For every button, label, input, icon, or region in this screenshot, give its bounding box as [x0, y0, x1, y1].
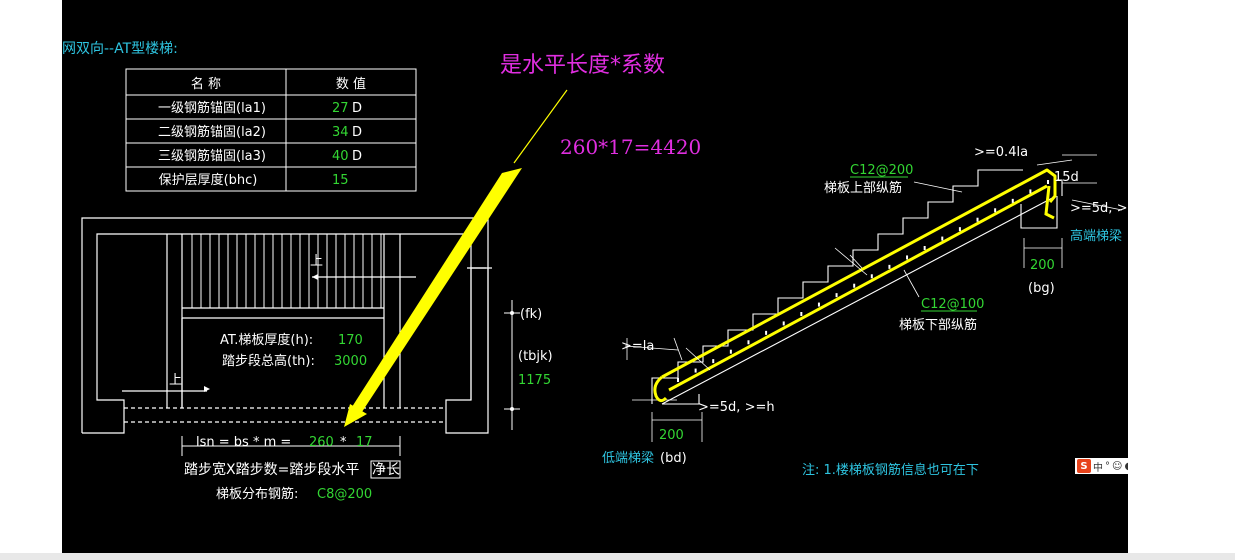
top-rebar-spec[interactable]: C12@200	[850, 163, 913, 178]
anchor-table	[125, 68, 417, 192]
section-break-marks	[685, 247, 868, 371]
height-label: 踏步段总高(th):	[222, 353, 315, 369]
distribution-bar	[817, 302, 820, 307]
table-row-name: 二级钢筋锚固(la2)	[158, 124, 266, 140]
distribution-bar	[694, 368, 697, 373]
hook-15d-label: 15d	[1054, 170, 1079, 185]
distribution-bar	[835, 293, 838, 298]
bd-label: (bd)	[660, 451, 687, 466]
drawing-title: 网双向--AT型楼梯:	[62, 41, 178, 57]
distribution-bar	[1047, 180, 1049, 184]
anchor-5d-right-label: >=5d, >=	[1070, 201, 1128, 216]
lsn-dimension	[181, 436, 401, 456]
formula-boxed: 净长	[372, 462, 400, 478]
dimension-lines	[624, 154, 1123, 442]
table-row-value[interactable]: 34	[332, 125, 349, 140]
table-row-name: 三级钢筋锚固(la3)	[158, 148, 266, 164]
stair-drawing: 网双向--AT型楼梯: 名 称 数 值 一级钢筋锚固(la1) 27 D 二级钢…	[62, 41, 1128, 502]
note-text: 注: 1.楼梯板钢筋信息也可在下	[802, 462, 979, 478]
distribution-bar	[782, 321, 785, 326]
top-rebar-label: 梯板上部纵筋	[824, 180, 902, 196]
distribution-bar	[958, 227, 961, 232]
table-row-value[interactable]: 27	[332, 101, 349, 116]
thickness-label: AT.梯板厚度(h):	[220, 332, 313, 348]
anchor-la-label: >=la	[621, 339, 654, 354]
bottom-rebar-spec[interactable]: C12@100	[921, 297, 984, 312]
lsn-prefix: lsn = bs * m =	[196, 435, 291, 450]
distribution-bar	[1011, 198, 1014, 203]
distribution-bar	[906, 255, 909, 260]
table-row-unit: D	[352, 101, 362, 116]
table-header-name: 名 称	[191, 76, 221, 92]
up-arrow-bottom	[204, 386, 210, 392]
table-row-value[interactable]: 15	[332, 173, 349, 188]
stair-section-outline	[651, 179, 1063, 405]
bd-value[interactable]: 200	[659, 428, 684, 443]
distribution-bar	[870, 274, 873, 279]
distribution-bar	[941, 236, 944, 241]
up-label-top: 上	[310, 254, 323, 269]
cad-canvas[interactable]: 网双向--AT型楼梯: 名 称 数 值 一级钢筋锚固(la1) 27 D 二级钢…	[62, 0, 1128, 553]
distribution-bar	[729, 349, 732, 354]
bottom-strip	[0, 553, 1235, 560]
table-row-unit: D	[352, 149, 362, 164]
thickness-value[interactable]: 170	[338, 333, 363, 348]
formula-text: 踏步宽X踏步数=踏步段水平	[184, 461, 359, 478]
lsn-m[interactable]: 17	[356, 435, 373, 450]
table-header-value: 数 值	[336, 76, 366, 92]
bg-label: (bg)	[1028, 281, 1055, 296]
left-margin	[0, 0, 62, 553]
right-margin	[1128, 0, 1235, 553]
table-row-name: 一级钢筋锚固(la1)	[158, 100, 266, 116]
distribution-bar	[747, 340, 750, 345]
dist-rebar-label: 梯板分布钢筋:	[216, 486, 298, 502]
up-arrow-top	[312, 274, 318, 280]
high-beam-label: 高端梯梁	[1070, 228, 1122, 244]
stair-treads	[191, 234, 382, 308]
tbjk-value[interactable]: 1175	[518, 373, 551, 388]
fk-label: (fk)	[520, 307, 542, 322]
distribution-bar	[677, 378, 679, 382]
ime-toolbar[interactable]: S 中 ° ☺ ● ▦ ♣ ▮	[1075, 458, 1128, 474]
dist-rebar-value[interactable]: C8@200	[317, 487, 372, 502]
distribution-bars	[677, 180, 1049, 382]
bottom-rebar-label: 梯板下部纵筋	[899, 317, 977, 333]
table-row-name: 保护层厚度(bhc)	[159, 172, 258, 188]
distribution-bar	[923, 246, 926, 250]
stair-section-steps	[652, 169, 1023, 379]
sogou-logo-icon[interactable]: S	[1077, 459, 1091, 473]
low-beam-label: 低端梯梁	[602, 451, 654, 466]
annotation-formula: 260*17=4420	[560, 135, 701, 159]
annotation-text: 是水平长度*系数	[500, 53, 665, 78]
bg-value[interactable]: 200	[1030, 258, 1055, 273]
rebar-assembly	[653, 168, 1057, 403]
anchor-top-label: >=0.4la	[974, 145, 1028, 160]
plan-width-dimension	[504, 300, 520, 430]
mic-icon[interactable]: ●	[1124, 461, 1128, 472]
distribution-bar	[712, 359, 715, 364]
distribution-bar	[800, 312, 803, 316]
table-row-value[interactable]: 40	[332, 149, 349, 164]
anchor-5d-bottom-label: >=5d, >=h	[698, 400, 775, 415]
distribution-bar	[976, 217, 979, 222]
height-value[interactable]: 3000	[334, 354, 367, 369]
distribution-bar	[853, 283, 856, 288]
punctuation-icon[interactable]: °	[1105, 460, 1110, 472]
pointer-arrow	[344, 89, 568, 427]
emoji-icon[interactable]: ☺	[1112, 460, 1123, 472]
ime-lang[interactable]: 中	[1093, 462, 1103, 474]
distribution-bar	[1029, 189, 1032, 194]
distribution-bar	[994, 208, 997, 213]
distribution-bar	[888, 264, 891, 269]
tbjk-label: (tbjk)	[518, 349, 553, 364]
distribution-bar	[765, 330, 768, 335]
cursor-box	[370, 460, 401, 479]
table-row-unit: D	[352, 125, 362, 140]
lsn-star: *	[340, 435, 347, 450]
stair-plan	[81, 217, 492, 434]
up-label-bottom: 上	[169, 373, 182, 388]
lsn-bs[interactable]: 260	[309, 435, 334, 450]
